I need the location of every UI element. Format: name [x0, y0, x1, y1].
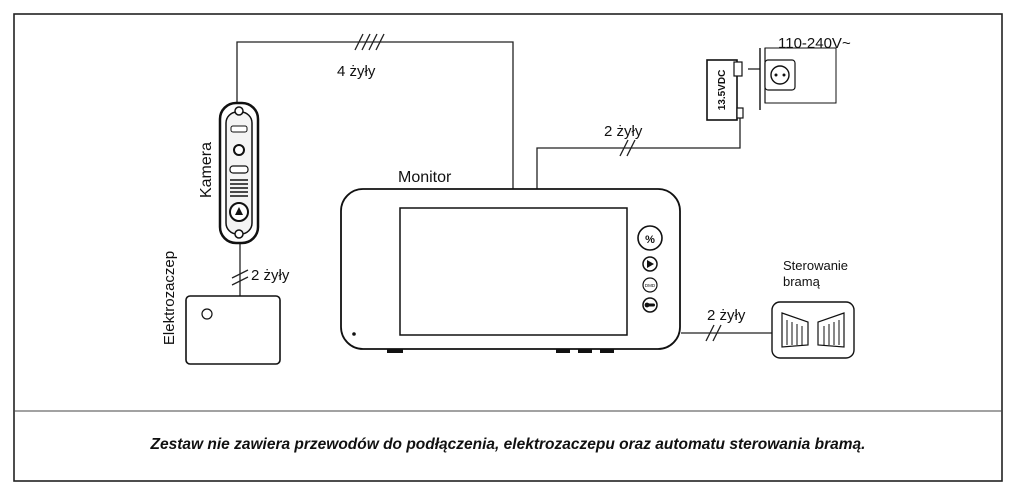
- gate-control-label-line1: Sterowanie: [783, 258, 848, 273]
- monitor-device: % DMD: [340, 188, 681, 353]
- electric-lock-device: [185, 295, 281, 365]
- lock-wires-label: 2 żyły: [251, 267, 290, 284]
- adapter-voltage-label: 13.5VDC: [717, 70, 728, 111]
- svg-text:%: %: [645, 234, 655, 246]
- monitor-menu-button[interactable]: DMD: [642, 277, 658, 293]
- menu-icon: DMD: [645, 283, 656, 288]
- gate-control-device: [771, 301, 855, 359]
- gate-control-label-line2: bramą: [783, 274, 821, 289]
- lock-label: Elektrozaczep: [161, 251, 178, 345]
- wire-hatches: [231, 33, 722, 342]
- power-adapter-device: 13.5VDC: [706, 59, 744, 121]
- monitor-play-button[interactable]: [642, 256, 658, 272]
- camera-device: [218, 101, 260, 245]
- camera-lens-icon: [233, 144, 245, 156]
- monitor-unlock-button[interactable]: %: [637, 225, 663, 251]
- mains-voltage-label: 110-240V~: [778, 35, 851, 52]
- monitor-screen: [399, 207, 628, 336]
- camera-label: Kamera: [198, 142, 215, 198]
- monitor-label: Monitor: [398, 169, 452, 186]
- camera-bottom-screw: [234, 229, 244, 239]
- power-wire: [536, 110, 741, 190]
- gate-wires-label: 2 żyły: [707, 307, 746, 324]
- camera-speaker-grill: [230, 179, 248, 197]
- wiring: [236, 41, 772, 334]
- outer-frame: [13, 13, 1003, 482]
- wall-socket: [759, 47, 837, 110]
- camera-wires-label: 4 żyły: [337, 63, 376, 80]
- monitor-handset-button[interactable]: [642, 297, 658, 313]
- footer-note: Zestaw nie zawiera przewodów do podłącze…: [150, 436, 866, 453]
- monitor-led: [352, 332, 356, 336]
- camera-top-screw: [234, 106, 244, 116]
- camera-monitor-wire: [236, 41, 514, 190]
- power-wires-label: 2 żyły: [604, 123, 643, 140]
- play-icon: [647, 260, 654, 268]
